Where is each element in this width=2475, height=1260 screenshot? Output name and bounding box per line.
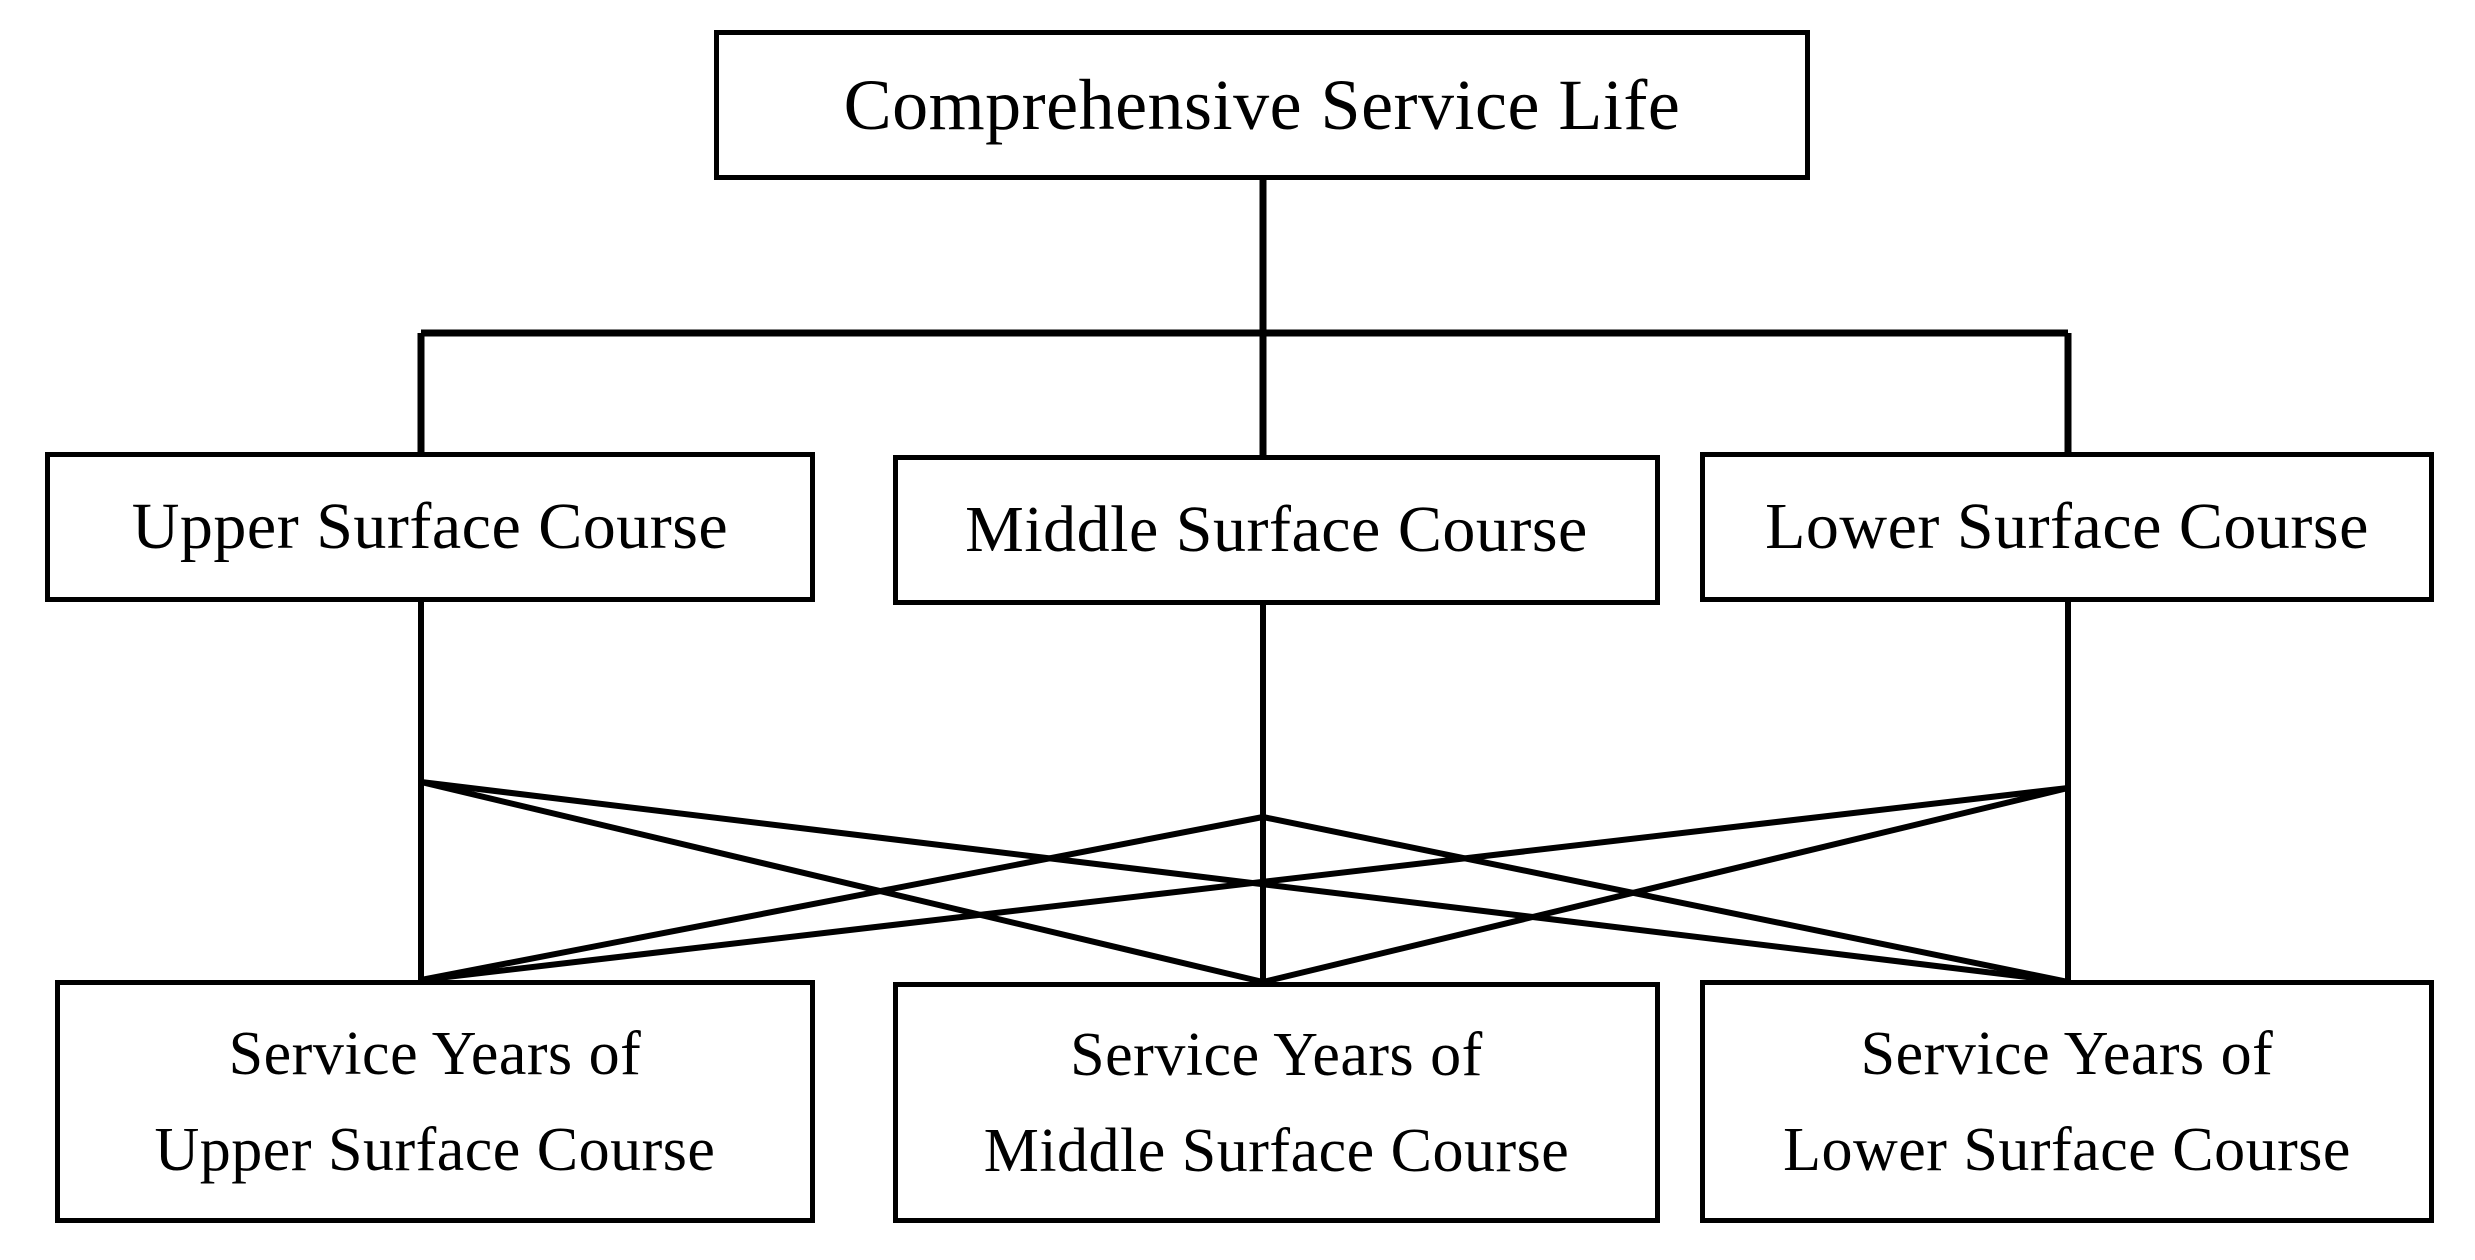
node-label-upper-surface-course: Upper Surface Course <box>131 490 729 563</box>
node-label-years-upper-line1: Service Years of <box>228 1019 642 1088</box>
connector-middle-surface-to-years-upper <box>420 814 1264 983</box>
node-label-middle-surface-course: Middle Surface Course <box>965 493 1588 566</box>
connector-middle-surface-to-years-lower <box>1262 814 2069 985</box>
node-service-years-middle-surface-course[interactable]: Service Years of Middle Surface Course <box>893 982 1660 1223</box>
node-middle-surface-course[interactable]: Middle Surface Course <box>893 455 1660 605</box>
node-lower-surface-course[interactable]: Lower Surface Course <box>1700 452 2434 602</box>
node-label-years-upper-line2: Upper Surface Course <box>154 1115 716 1184</box>
node-label-lower-surface-course: Lower Surface Course <box>1765 490 2369 563</box>
node-label-years-lower-line1: Service Years of <box>1860 1019 2274 1088</box>
node-label-years-lower-line2: Lower Surface Course <box>1783 1115 2351 1184</box>
node-service-years-lower-surface-course[interactable]: Service Years of Lower Surface Course <box>1700 980 2434 1223</box>
node-upper-surface-course[interactable]: Upper Surface Course <box>45 452 815 602</box>
connector-upper-surface-to-years-middle <box>420 779 1264 985</box>
node-comprehensive-service-life[interactable]: Comprehensive Service Life <box>714 30 1810 180</box>
node-label-root: Comprehensive Service Life <box>843 65 1681 145</box>
connector-upper-surface-to-years-lower <box>420 779 2069 985</box>
node-label-years-middle-line2: Middle Surface Course <box>983 1116 1570 1185</box>
connector-lower-surface-to-years-middle <box>1262 785 2069 985</box>
connector-lower-surface-to-years-upper <box>420 785 2069 983</box>
node-service-years-upper-surface-course[interactable]: Service Years of Upper Surface Course <box>55 980 815 1223</box>
node-label-years-middle-line1: Service Years of <box>1070 1020 1483 1089</box>
